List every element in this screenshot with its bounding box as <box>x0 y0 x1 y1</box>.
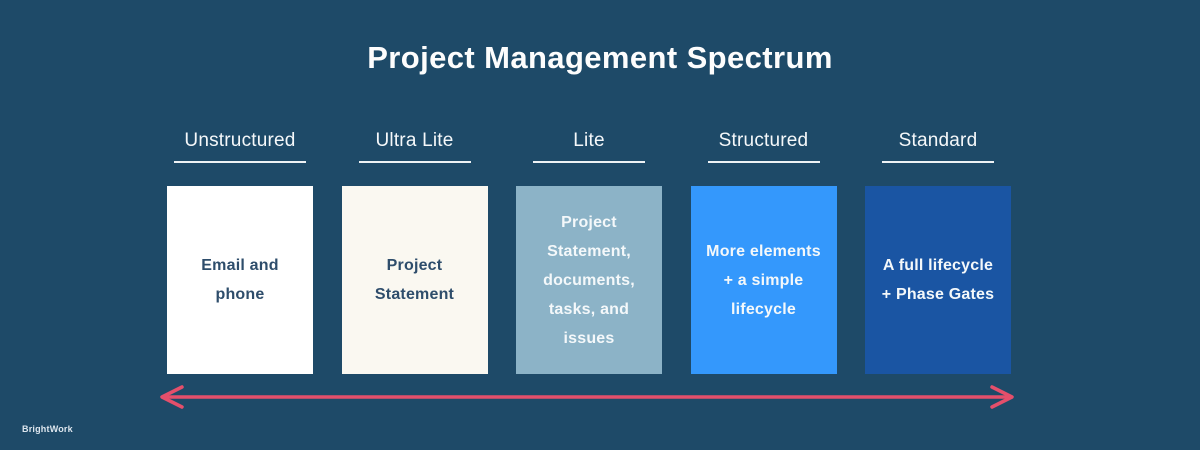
label-underline <box>358 161 471 163</box>
label-underline <box>882 161 994 163</box>
card-ultra-lite: Project Statement <box>341 186 488 374</box>
card-text: Email and phone <box>201 257 279 303</box>
column-structured: Structured More elements + a simple life… <box>690 128 837 374</box>
card-lite: Project Statement, documents, tasks, and… <box>516 186 662 374</box>
card-text: Project Statement, documents, tasks, and… <box>543 213 635 347</box>
column-label: Lite <box>573 130 605 151</box>
card-text: Project Statement <box>374 257 455 303</box>
column-label: Structured <box>718 130 809 151</box>
spectrum-columns: Unstructured Email and phone Ultra Lite … <box>167 128 1011 374</box>
column-standard: Standard A full lifecycle + Phase Gates <box>865 128 1011 374</box>
card-structured: More elements + a simple lifecycle <box>690 186 837 374</box>
column-lite: Lite Project Statement, documents, tasks… <box>516 128 662 374</box>
card-standard: A full lifecycle + Phase Gates <box>865 186 1011 374</box>
card-text: A full lifecycle + Phase Gates <box>881 257 995 303</box>
spectrum-arrow <box>160 385 1014 409</box>
column-label: Unstructured <box>184 130 296 151</box>
brightwork-logo: BrightWork <box>22 424 73 434</box>
label-underline <box>174 161 306 163</box>
column-label: Ultra Lite <box>375 130 454 151</box>
arrow-right-head-icon <box>990 385 1014 409</box>
column-label: Standard <box>898 130 978 151</box>
card-text: More elements + a simple lifecycle <box>706 242 821 318</box>
page-title: Project Management Spectrum <box>367 40 833 75</box>
card-unstructured: Email and phone <box>167 186 313 374</box>
label-underline <box>707 161 820 163</box>
arrow-left-head-icon <box>160 385 184 409</box>
column-ultra-lite: Ultra Lite Project Statement <box>341 128 488 374</box>
label-underline <box>533 161 645 163</box>
column-unstructured: Unstructured Email and phone <box>167 128 313 374</box>
